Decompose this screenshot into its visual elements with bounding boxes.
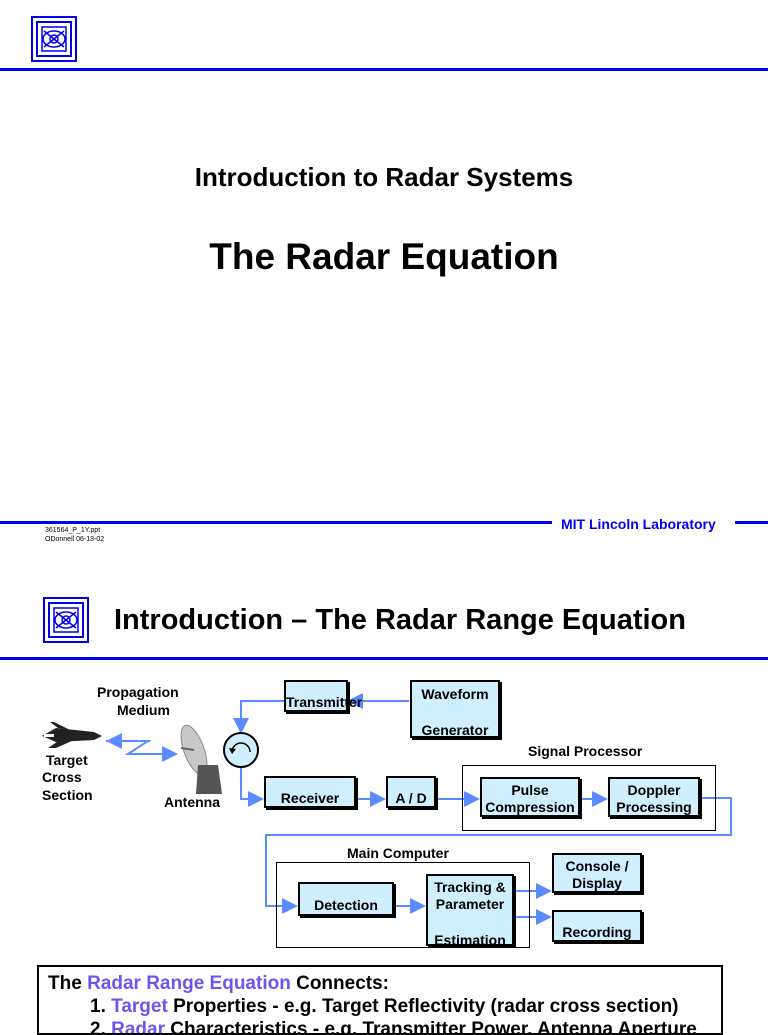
- lincoln-lab-logo-icon: [43, 597, 89, 643]
- recording-label: Recording: [562, 924, 632, 940]
- item1-highlight: Target: [111, 996, 168, 1017]
- textbox-item-2: 2. Radar Characteristics - e.g. Transmit…: [48, 1018, 721, 1035]
- main-computer-label: Main Computer: [347, 845, 449, 861]
- footer-lab-name: MIT Lincoln Laboratory: [561, 516, 716, 532]
- console-label-line1: Console /: [565, 858, 629, 874]
- transmitter-label: Transmitter: [286, 694, 363, 710]
- ad-converter-block: A / D: [386, 776, 436, 808]
- pulse-compression-block: Pulse Compression: [480, 777, 580, 817]
- textbox-prefix: The: [48, 973, 88, 994]
- item1-number: 1.: [90, 996, 112, 1017]
- item2-highlight: Radar: [111, 1019, 165, 1035]
- main-computer-frame: [276, 862, 530, 948]
- tracking-estimation-block: Tracking & Parameter Estimation: [426, 874, 514, 948]
- waveform-label-line1: Waveform: [421, 686, 489, 702]
- receiver-block: Receiver: [264, 776, 356, 808]
- signal-processor-label: Signal Processor: [528, 743, 643, 759]
- footer-author-date: ODonnell 06-13-02: [45, 536, 105, 543]
- target-label-line2: Cross: [42, 769, 82, 785]
- recording-block: Recording: [552, 910, 642, 942]
- antenna-icon: [180, 724, 222, 794]
- doppler-processing-block: Doppler Processing: [608, 777, 700, 817]
- textbox-highlight: Radar Range Equatio: [87, 973, 280, 994]
- signal-processor-frame: [462, 765, 716, 831]
- textbox-heading: The Radar Range Equation Connects:: [48, 972, 721, 995]
- item2-number: 2.: [90, 1019, 112, 1035]
- course-title: Introduction to Radar Systems: [194, 162, 574, 192]
- tracking-label-line3: Estimation: [434, 932, 506, 948]
- target-label-line3: Section: [42, 787, 93, 803]
- footer-file-name: 361564_P_1Y.ppt: [45, 527, 101, 534]
- detection-block: Detection: [298, 882, 394, 916]
- receiver-label: Receiver: [280, 790, 340, 806]
- header-rule: [0, 68, 768, 71]
- footer-rule-right: [735, 521, 768, 524]
- header-rule: [0, 657, 768, 660]
- transmitter-block: Transmitter: [284, 680, 362, 712]
- textbox-highlight-end: n: [279, 973, 291, 994]
- doppler-label-line2: Processing: [616, 799, 692, 815]
- radar-equation-textbox: The Radar Range Equation Connects: 1. Ta…: [37, 965, 723, 1035]
- ad-label: A / D: [395, 790, 427, 806]
- propagation-label-line1: Propagation: [97, 684, 179, 700]
- content-slide: Introduction – The Radar Range Equation: [0, 580, 768, 1035]
- antenna-label: Antenna: [164, 794, 220, 810]
- slide-title: Introduction – The Radar Range Equation: [114, 604, 686, 636]
- propagation-label-line2: Medium: [117, 702, 170, 718]
- item2-text: Characteristics - e.g. Transmitter Power…: [164, 1019, 697, 1035]
- tracking-label-line1: Tracking &: [434, 879, 506, 895]
- textbox-suffix: Connects:: [290, 973, 390, 994]
- console-label-line2: Display: [572, 875, 622, 891]
- console-display-block: Console / Display: [552, 853, 642, 893]
- lecture-title: The Radar Equation: [209, 236, 559, 277]
- waveform-label-line2: Generator: [421, 722, 489, 738]
- tracking-label-line2: Parameter: [435, 896, 505, 912]
- textbox-item-1: 1. Target Properties - e.g. Target Refle…: [48, 995, 721, 1018]
- item1-text: Properties - e.g. Target Reflectivity (r…: [167, 996, 679, 1017]
- aircraft-icon: [42, 722, 102, 748]
- doppler-label-line1: Doppler: [627, 782, 681, 798]
- circulator-icon: [223, 732, 259, 768]
- target-label-line1: Target: [46, 752, 88, 768]
- pulse-label-line1: Pulse: [511, 782, 549, 798]
- lincoln-lab-logo-icon: [31, 16, 77, 62]
- footer-rule-left: [0, 521, 552, 524]
- title-slide: Introduction to Radar Systems The Radar …: [0, 16, 768, 543]
- pulse-label-line2: Compression: [485, 799, 575, 815]
- waveform-generator-block: Waveform Generator: [410, 680, 500, 738]
- detection-label: Detection: [314, 897, 378, 913]
- block-diagram-connectors: [42, 693, 732, 925]
